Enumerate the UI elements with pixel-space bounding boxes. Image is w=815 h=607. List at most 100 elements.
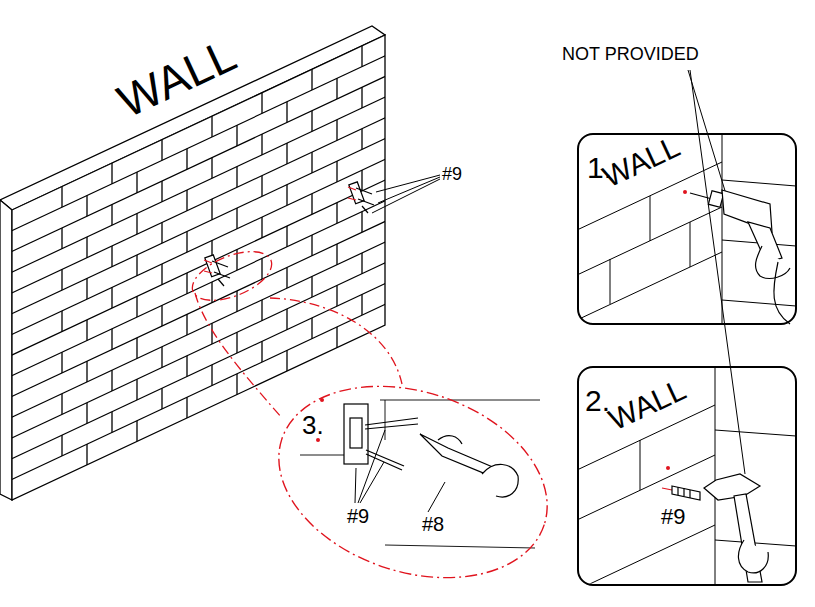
wall-bracket	[348, 182, 374, 213]
brick-joint	[361, 294, 362, 315]
brick-joint	[161, 264, 162, 285]
inset-wall	[715, 430, 796, 436]
brick-joint	[186, 149, 187, 170]
brick-joint	[61, 435, 62, 456]
brick-joint	[161, 223, 162, 244]
detail-wall	[380, 400, 540, 401]
detail-bracket	[344, 404, 368, 464]
power-drill	[683, 190, 687, 194]
brick-joint	[286, 102, 287, 123]
leader-line	[372, 179, 440, 213]
wall-anchor	[683, 488, 684, 496]
leader-line	[428, 482, 445, 512]
brick-joint	[211, 365, 212, 386]
inset-wall	[578, 367, 796, 584]
brick-joint	[336, 78, 337, 99]
inset-wall	[722, 300, 796, 306]
brick-joint	[336, 203, 337, 224]
brick-joint	[336, 285, 337, 306]
brick-joint	[261, 258, 262, 279]
brick-joint	[311, 69, 312, 90]
wall-bracket	[218, 279, 224, 286]
brick-joint	[211, 158, 212, 179]
brick-joint	[186, 314, 187, 335]
detail-bracket	[366, 450, 404, 466]
brick-joint	[111, 205, 112, 226]
brick-joint	[186, 397, 187, 418]
wall-bracket	[348, 187, 356, 190]
brick-joint	[111, 412, 112, 433]
wall-anchor	[666, 466, 670, 470]
brick-joint	[361, 253, 362, 274]
brick-joint	[311, 235, 312, 256]
zoom-callout	[195, 293, 282, 418]
brick-joint	[61, 394, 62, 415]
wall-bracket	[204, 260, 212, 263]
hammer	[738, 540, 768, 573]
brick-course	[12, 118, 385, 293]
power-drill	[683, 190, 790, 324]
wall-bracket	[356, 188, 372, 194]
wall-bracket	[204, 255, 230, 286]
brick-joint	[211, 282, 212, 303]
brick-joint	[211, 116, 212, 137]
brick-joint	[236, 332, 237, 353]
brick-joint	[236, 249, 237, 270]
brick-joint	[86, 278, 87, 299]
brick-joint	[136, 379, 137, 400]
brick-course	[12, 76, 385, 251]
brick-joint	[161, 347, 162, 368]
step-number: 3.	[302, 412, 324, 438]
brick-joint	[61, 187, 62, 208]
brick-joint	[111, 287, 112, 308]
brick-joint	[111, 329, 112, 350]
detail-wall	[385, 545, 535, 548]
detail-bracket	[316, 398, 518, 497]
wall-bracket	[358, 199, 374, 205]
brick-joint	[136, 255, 137, 276]
brick-joint	[361, 87, 362, 108]
wall-bracket	[362, 206, 368, 213]
brick-joint	[61, 352, 62, 373]
brick-joint	[261, 176, 262, 197]
wall-label: WALL	[604, 374, 690, 435]
zoom-callout	[186, 242, 402, 418]
detail-wall	[300, 455, 345, 456]
brick-joint	[161, 305, 162, 326]
brick-joint	[86, 237, 87, 258]
detail-wall	[300, 400, 540, 548]
wall-label: WALL	[598, 131, 684, 192]
wall-anchor	[689, 490, 690, 498]
brick-course	[12, 263, 385, 438]
brick-joint	[86, 320, 87, 341]
brick-joint	[311, 318, 312, 339]
wall-bracket	[204, 271, 212, 273]
brick-wall	[0, 26, 385, 500]
detail-bracket	[365, 418, 418, 425]
brick-joint	[111, 163, 112, 184]
leader-line	[355, 430, 445, 512]
inset-wall	[578, 525, 715, 584]
brick-joint	[61, 311, 62, 332]
brick-joint	[86, 196, 87, 217]
brick-joint	[161, 181, 162, 202]
wall-bracket	[212, 261, 228, 267]
inset-wall	[578, 252, 722, 320]
detail-bracket	[316, 438, 320, 442]
brick-joint	[211, 323, 212, 344]
zoom-callout	[186, 242, 279, 311]
brick-joint	[336, 120, 337, 141]
brick-joint	[161, 140, 162, 161]
brick-joint	[261, 217, 262, 238]
hammer	[704, 474, 760, 500]
brick-course	[12, 242, 385, 417]
wall-bracket	[214, 272, 230, 278]
zoom-callout	[270, 298, 402, 384]
callout-number: #9	[347, 506, 369, 526]
brick-joint	[311, 152, 312, 173]
brick-joint	[136, 421, 137, 442]
brick-joint	[186, 190, 187, 211]
wall-anchor	[677, 487, 678, 495]
leader-line	[372, 175, 440, 213]
hammer	[704, 474, 768, 582]
